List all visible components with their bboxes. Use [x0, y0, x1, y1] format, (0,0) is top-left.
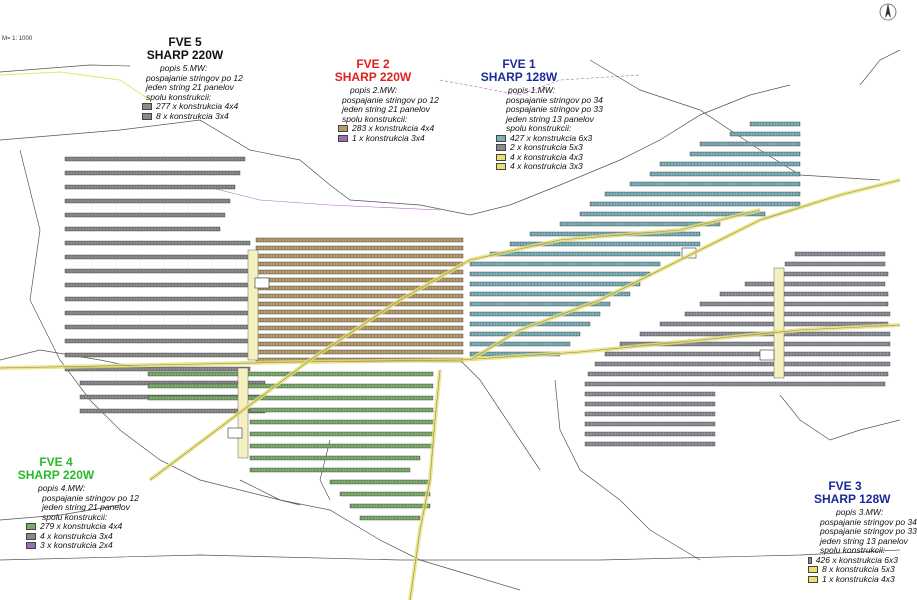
panel-row: [64, 352, 251, 358]
panel-row: [64, 282, 251, 288]
panel-row: [584, 401, 716, 407]
panel-row: [509, 241, 701, 247]
panel-row: [719, 291, 889, 297]
panel-row: [64, 156, 246, 162]
fve3-array: [584, 251, 891, 447]
terrain-line: [779, 394, 901, 441]
panel-row: [629, 181, 801, 187]
panel-row: [729, 131, 801, 137]
panel-row: [584, 441, 716, 447]
terrain-line: [589, 59, 881, 181]
panel-row: [579, 211, 766, 217]
panel-row: [684, 311, 891, 317]
panel-row: [749, 121, 801, 127]
panel-row: [64, 268, 251, 274]
panel-row: [64, 254, 251, 260]
panel-row: [689, 151, 801, 157]
panel-row: [64, 296, 251, 302]
panel-row: [779, 271, 889, 277]
panel-row: [469, 341, 571, 347]
panel-row: [64, 310, 251, 316]
panel-row: [584, 421, 716, 427]
terrain-line: [0, 64, 131, 73]
panel-row: [659, 161, 801, 167]
panel-row: [784, 261, 886, 267]
panel-row: [649, 171, 801, 177]
terrain-line: [239, 479, 521, 591]
panel-row: [64, 226, 221, 232]
panel-row: [64, 366, 251, 372]
panel-row: [587, 371, 889, 377]
panel-row: [64, 338, 251, 344]
parcel-line: [199, 184, 441, 211]
panel-row: [619, 341, 891, 347]
panel-row: [469, 291, 631, 297]
panel-row: [64, 184, 236, 190]
panel-row: [469, 271, 651, 277]
panel-row: [794, 251, 886, 257]
panel-row: [584, 431, 716, 437]
terrain-line: [0, 549, 901, 561]
panel-row: [469, 281, 641, 287]
fve2-array: [255, 237, 464, 363]
terrain-line: [459, 359, 541, 471]
panel-row: [584, 381, 886, 387]
panel-row: [699, 301, 889, 307]
panel-row: [594, 361, 891, 367]
panel-row: [589, 201, 801, 207]
parcel-line: [439, 74, 641, 96]
boundary-line: [0, 71, 151, 101]
terrain-line: [19, 149, 301, 506]
terrain-line: [554, 379, 701, 561]
panel-row: [469, 261, 661, 267]
terrain-line: [319, 439, 331, 501]
panel-row: [469, 311, 601, 317]
fve4-array: [147, 371, 434, 521]
panel-row: [699, 141, 801, 147]
panel-row: [64, 170, 241, 176]
terrain-lines: [0, 49, 901, 591]
panel-row: [64, 324, 251, 330]
terrain-line: [0, 504, 121, 521]
panel-row: [584, 411, 716, 417]
panel-row: [559, 221, 721, 227]
terrain-line: [859, 49, 901, 86]
panel-row: [64, 240, 251, 246]
panel-row: [469, 331, 581, 337]
panel-row: [469, 301, 611, 307]
panel-row: [744, 281, 886, 287]
terrain-line: [0, 84, 791, 216]
panel-row: [584, 391, 716, 397]
panel-row: [64, 212, 226, 218]
